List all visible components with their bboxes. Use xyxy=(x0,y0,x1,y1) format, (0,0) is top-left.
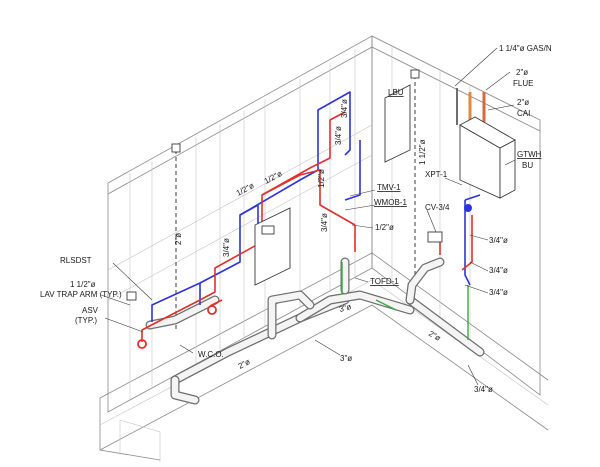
three-qtr-label-g: 3/4"ø xyxy=(474,385,493,394)
flue-size-label: 2"ø xyxy=(516,68,528,77)
rlsdst-box xyxy=(126,291,137,301)
wall-structure xyxy=(99,35,549,462)
bu-label: BU xyxy=(522,161,533,170)
three-in-label-b: 3"ø xyxy=(340,354,352,363)
tofd-label: TOFD-1 xyxy=(370,277,399,286)
wco-label: W.C.O. xyxy=(198,350,224,359)
cold-valve-icon xyxy=(464,204,472,212)
asv-label: ASV xyxy=(82,306,99,315)
equipment xyxy=(126,84,516,301)
lav-label: LAV TRAP ARM (TYP.) xyxy=(40,290,122,299)
half-in-label-tmv: 1/2"ø xyxy=(375,223,394,232)
three-qtr-label-f: 3/4"ø xyxy=(489,288,508,297)
three-qtr-label-b: 3/4"ø xyxy=(340,99,349,118)
floor-slab xyxy=(99,252,549,399)
asv-typ-label: (TYP.) xyxy=(75,316,97,325)
gas-label: 1 1/4"ø GAS/N xyxy=(499,44,552,53)
two-in-label-b: 2"ø xyxy=(237,357,252,371)
tmv-label: TMV-1 xyxy=(377,183,401,192)
half-in-label-b: 1/2"ø xyxy=(263,169,284,186)
cv-label: CV-3/4 xyxy=(425,203,450,212)
three-qtr-label-e: 3/4"ø xyxy=(489,266,508,275)
toilet-carrier xyxy=(254,207,291,286)
three-qtr-label-a: 3/4"ø xyxy=(334,126,343,145)
rlsdst-label: RLSDST xyxy=(60,256,92,265)
wmob-label: WMOB-1 xyxy=(374,198,407,207)
vent-piping xyxy=(341,262,469,340)
drain-piping xyxy=(145,257,485,405)
flue-label: FLUE xyxy=(513,79,533,88)
lav-size-label: 1 1/2"ø xyxy=(70,280,96,289)
three-qtr-label-d: 3/4"ø xyxy=(489,236,508,245)
labels: 1 1/4"ø GAS/N 2"ø FLUE 2"ø CAI LBU GTWH … xyxy=(40,44,552,394)
gtwh-label: GTWH xyxy=(517,150,542,159)
cai-label: CAI xyxy=(517,109,530,118)
two-in-label-a: 2"ø xyxy=(174,233,183,245)
two-in-label-c: 2"ø xyxy=(427,329,442,343)
three-qtr-label-c: 3/4"ø xyxy=(320,213,329,232)
xpt-label: XPT-1 xyxy=(425,170,448,179)
leader-lines xyxy=(100,47,516,386)
vent-risers xyxy=(171,69,420,330)
lbu-label: LBU xyxy=(388,88,404,97)
flue-cai-stubs xyxy=(456,88,486,125)
lbu-box xyxy=(384,84,411,163)
hot-water-piping xyxy=(137,111,473,349)
half-in-label-a: 1/2"ø xyxy=(235,181,256,198)
half-in-label-d: 1/2"ø xyxy=(317,169,326,188)
cv-valve xyxy=(427,231,443,243)
three-in-label-a: 3"ø xyxy=(338,302,352,314)
cai-size-label: 2"ø xyxy=(517,98,529,107)
three-qtr-label-h: 3/4"ø xyxy=(222,238,231,257)
one-half-in-label: 1 1/2"ø xyxy=(418,139,427,165)
cold-water-piping xyxy=(151,91,481,322)
